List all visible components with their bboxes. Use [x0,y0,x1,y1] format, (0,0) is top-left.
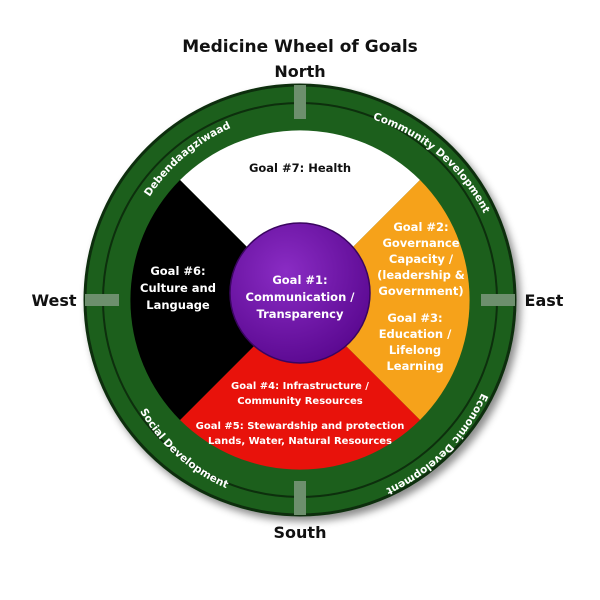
goal2-line5: Government) [378,284,463,298]
goal3-line4: Learning [386,359,443,373]
goal1-line2: Communication / [246,290,356,304]
goal3-line1: Goal #3: [387,311,442,325]
goal4-label: Goal #4: Infrastructure / Community Reso… [231,381,369,407]
segment-east-governance-education [300,180,470,420]
goal3-line3: Lifelong [389,343,441,357]
segment-north-health [180,130,420,300]
direction-north: North [274,62,325,81]
direction-east: East [525,291,564,310]
goal2-line1: Goal #2: [393,220,448,234]
ring-divider-south [294,481,306,515]
ring-divider-north [294,85,306,119]
goal1-label: Goal #1: Communication / Transparency [246,273,356,321]
page-title: Medicine Wheel of Goals [182,37,418,57]
goal2-label: Goal #2: Governance Capacity / (leadersh… [377,220,465,298]
segment-west-culture-language [130,180,300,420]
goal4-line2: Community Resources [237,396,363,407]
goal5-line1: Goal #5: Stewardship and protection [196,421,405,432]
ring-divider-west [85,294,119,306]
goal4-line1: Goal #4: Infrastructure / [231,381,369,392]
goal7-label: Goal #7: Health [249,161,351,175]
goal2-line4: (leadership & [377,268,465,282]
direction-west: West [31,291,76,310]
goal6-line2: Culture and [140,281,216,295]
ring-divider-east [481,294,515,306]
goal5-label: Goal #5: Stewardship and protection Land… [196,421,405,447]
goal3-line2: Education / [379,327,452,341]
goal3-label: Goal #3: Education / Lifelong Learning [379,311,452,373]
goal1-line1: Goal #1: [272,273,327,287]
goal1-line3: Transparency [256,307,344,321]
goal6-label: Goal #6: Culture and Language [140,264,216,312]
goal5-line2: Lands, Water, Natural Resources [208,436,392,447]
segment-south-infrastructure-stewardship [180,300,420,470]
center-circle [229,222,371,364]
goal6-line1: Goal #6: [150,264,205,278]
goal2-line3: Capacity / [389,252,454,266]
goal2-line2: Governance [382,236,459,250]
goal6-line3: Language [146,298,210,312]
direction-south: South [274,523,327,542]
